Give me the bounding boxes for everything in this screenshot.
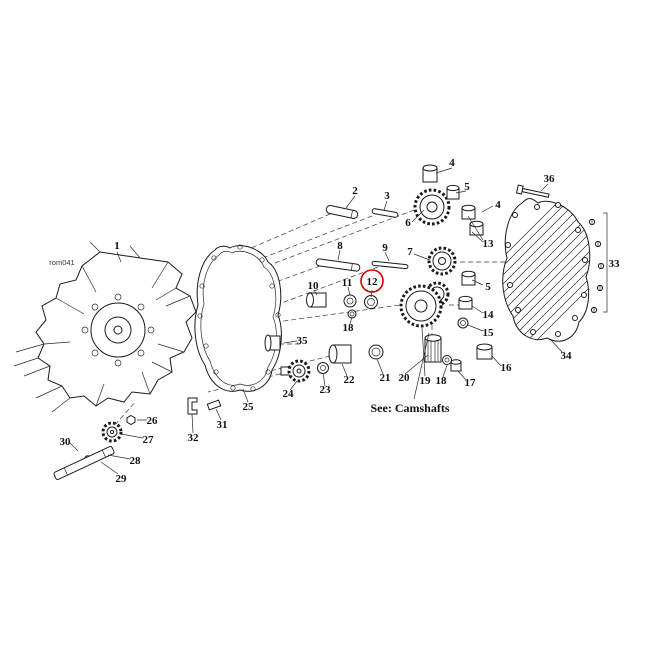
callout-30: 30: [60, 436, 72, 448]
gear-24-drawing: [280, 359, 311, 383]
callout-4a: 4: [449, 157, 455, 169]
callout-11: 11: [342, 277, 352, 289]
bushing-5b-drawing: [461, 270, 476, 286]
sprocket-27-drawing: [101, 421, 123, 443]
bushing-4b-drawing: [461, 204, 476, 220]
callout-24: 24: [283, 388, 295, 400]
key-31-drawing: [206, 399, 222, 411]
bushing-17-drawing: [450, 359, 462, 372]
callout-8: 8: [337, 240, 343, 252]
bushing-10-drawing: [306, 292, 327, 308]
callout-4b: 4: [495, 199, 501, 211]
washer-21-drawing: [368, 344, 384, 360]
cam-gear-7-drawing: [427, 246, 457, 276]
callout-3: 3: [384, 190, 390, 202]
callout-29: 29: [116, 473, 128, 485]
pin-3-drawing: [371, 208, 399, 218]
crankcase-drawing: [13, 241, 197, 413]
callout-10: 10: [308, 280, 320, 292]
callout-28: 28: [130, 455, 142, 467]
callout-20: 20: [399, 372, 411, 384]
cam-gear-6-drawing: [413, 188, 451, 226]
callout-pointer-lines: [69, 167, 563, 475]
callout-12: 12: [367, 276, 379, 288]
highlight-circle-12: [360, 269, 384, 293]
see-camshafts-note: See: Camshafts: [371, 401, 450, 415]
cam-cover-drawing: [502, 198, 591, 342]
callout-7: 7: [407, 246, 413, 258]
guide-35-drawing: [264, 334, 281, 352]
bushing-13-drawing: [469, 220, 484, 236]
washer-15-drawing: [457, 317, 469, 329]
callout-32: 32: [188, 432, 200, 444]
clip-32-drawing: [187, 397, 198, 415]
retaining-ring-12-drawing: [364, 295, 378, 309]
pin-8-drawing: [315, 258, 361, 272]
bushing-14-drawing: [458, 295, 473, 310]
callout-18a: 18: [343, 322, 355, 334]
callout-19: 19: [420, 375, 432, 387]
callout-9: 9: [382, 242, 388, 254]
callout-25: 25: [243, 401, 255, 413]
callout-35: 35: [297, 335, 309, 347]
watermark-label: rom041: [49, 258, 74, 267]
callout-6: 6: [405, 217, 411, 229]
callout-1: 1: [114, 240, 120, 252]
callout-23: 23: [320, 384, 332, 396]
callout-31: 31: [217, 419, 228, 431]
washer-18b-drawing: [442, 355, 452, 365]
bushing-22-drawing: [328, 344, 352, 364]
callout-2: 2: [352, 185, 358, 197]
callout-17: 17: [465, 377, 477, 389]
bolt-36-drawing: [515, 184, 550, 198]
callout-22: 22: [344, 374, 356, 386]
callout-5a: 5: [464, 181, 470, 193]
assembly-leader-lines: [114, 190, 505, 426]
pin-2-drawing: [325, 205, 359, 219]
shaft-29-drawing: [53, 446, 115, 480]
callout-18b: 18: [436, 375, 448, 387]
washer-18a-drawing: [347, 309, 357, 319]
callout-27: 27: [143, 434, 155, 446]
bushing-16-drawing: [476, 343, 493, 360]
callout-13: 13: [483, 238, 495, 250]
callout-15: 15: [483, 327, 495, 339]
bracket-33: [603, 212, 608, 313]
callout-26: 26: [147, 415, 159, 427]
bushing-5a-drawing: [446, 184, 460, 200]
washer-23-drawing: [317, 362, 329, 374]
callout-14: 14: [483, 309, 495, 321]
washer-11-drawing: [343, 294, 357, 308]
callout-33: 33: [609, 258, 621, 270]
callout-16: 16: [501, 362, 513, 374]
gasket-drawing: [194, 244, 282, 392]
callout-21: 21: [380, 372, 391, 384]
bushing-4a-drawing: [422, 164, 438, 183]
callout-labels: 1 2 3 4 5 4 6 7 8 9 10 11 12 13 5 14 15 …: [60, 157, 621, 485]
idler-gear-19-drawing: [399, 281, 450, 328]
nut-26-drawing: [126, 414, 136, 426]
callout-5b: 5: [485, 281, 491, 293]
cover-screws-drawing: [588, 212, 608, 314]
callout-36: 36: [544, 173, 556, 185]
callout-34: 34: [561, 350, 573, 362]
pin-9-drawing: [371, 260, 409, 270]
